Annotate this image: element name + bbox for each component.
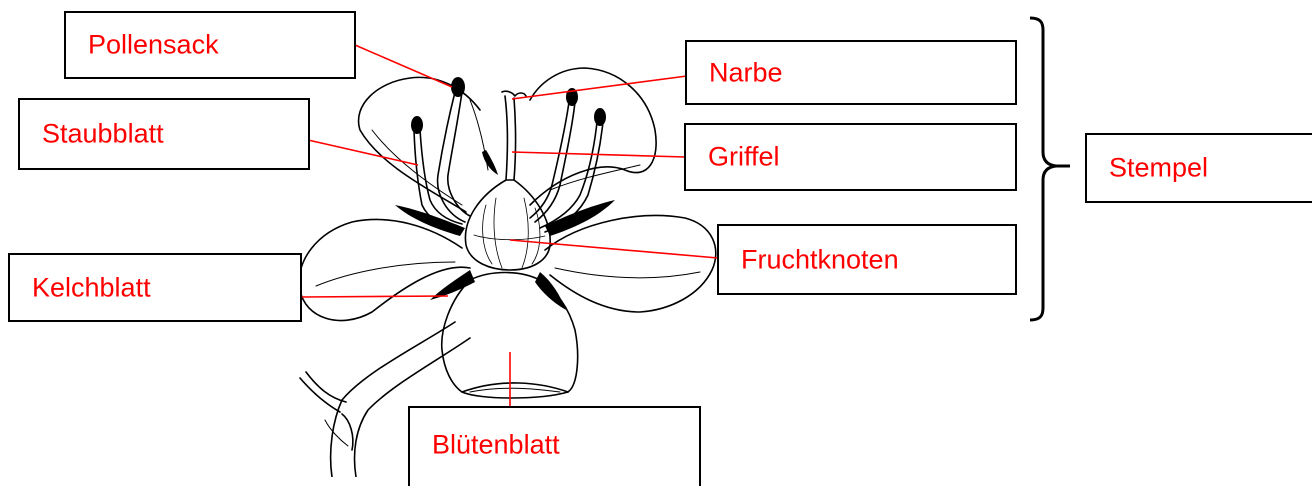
leader-fruchtknoten: [510, 240, 718, 258]
label-narbe-text: Narbe: [709, 59, 783, 86]
petal-right: [545, 216, 716, 312]
petal-left: [299, 220, 470, 321]
leader-staubblatt: [308, 140, 418, 165]
label-bluetenblatt: Blütenblatt: [408, 406, 701, 486]
label-bluetenblatt-text: Blütenblatt: [432, 432, 560, 459]
anthers: [411, 77, 606, 134]
label-fruchtknoten: Fruchtknoten: [717, 224, 1017, 295]
label-stempel: Stempel: [1085, 133, 1312, 203]
leader-pollensack: [355, 45, 452, 87]
ovary: [465, 180, 550, 270]
label-griffel-text: Griffel: [708, 144, 780, 171]
leader-kelchblatt: [302, 296, 448, 297]
label-kelchblatt-text: Kelchblatt: [32, 274, 151, 301]
label-narbe: Narbe: [685, 40, 1017, 105]
label-kelchblatt: Kelchblatt: [8, 253, 302, 322]
label-staubblatt-text: Staubblatt: [42, 121, 164, 148]
stempel-bracket: [1030, 18, 1070, 320]
label-griffel: Griffel: [684, 123, 1017, 191]
label-staubblatt: Staubblatt: [18, 98, 310, 170]
label-pollensack-text: Pollensack: [88, 32, 219, 59]
label-fruchtknoten-text: Fruchtknoten: [741, 246, 899, 273]
label-stempel-text: Stempel: [1109, 155, 1208, 182]
stamens: [414, 92, 603, 232]
leader-lines: [302, 45, 718, 408]
label-pollensack: Pollensack: [64, 11, 356, 79]
pistil: [502, 91, 526, 180]
